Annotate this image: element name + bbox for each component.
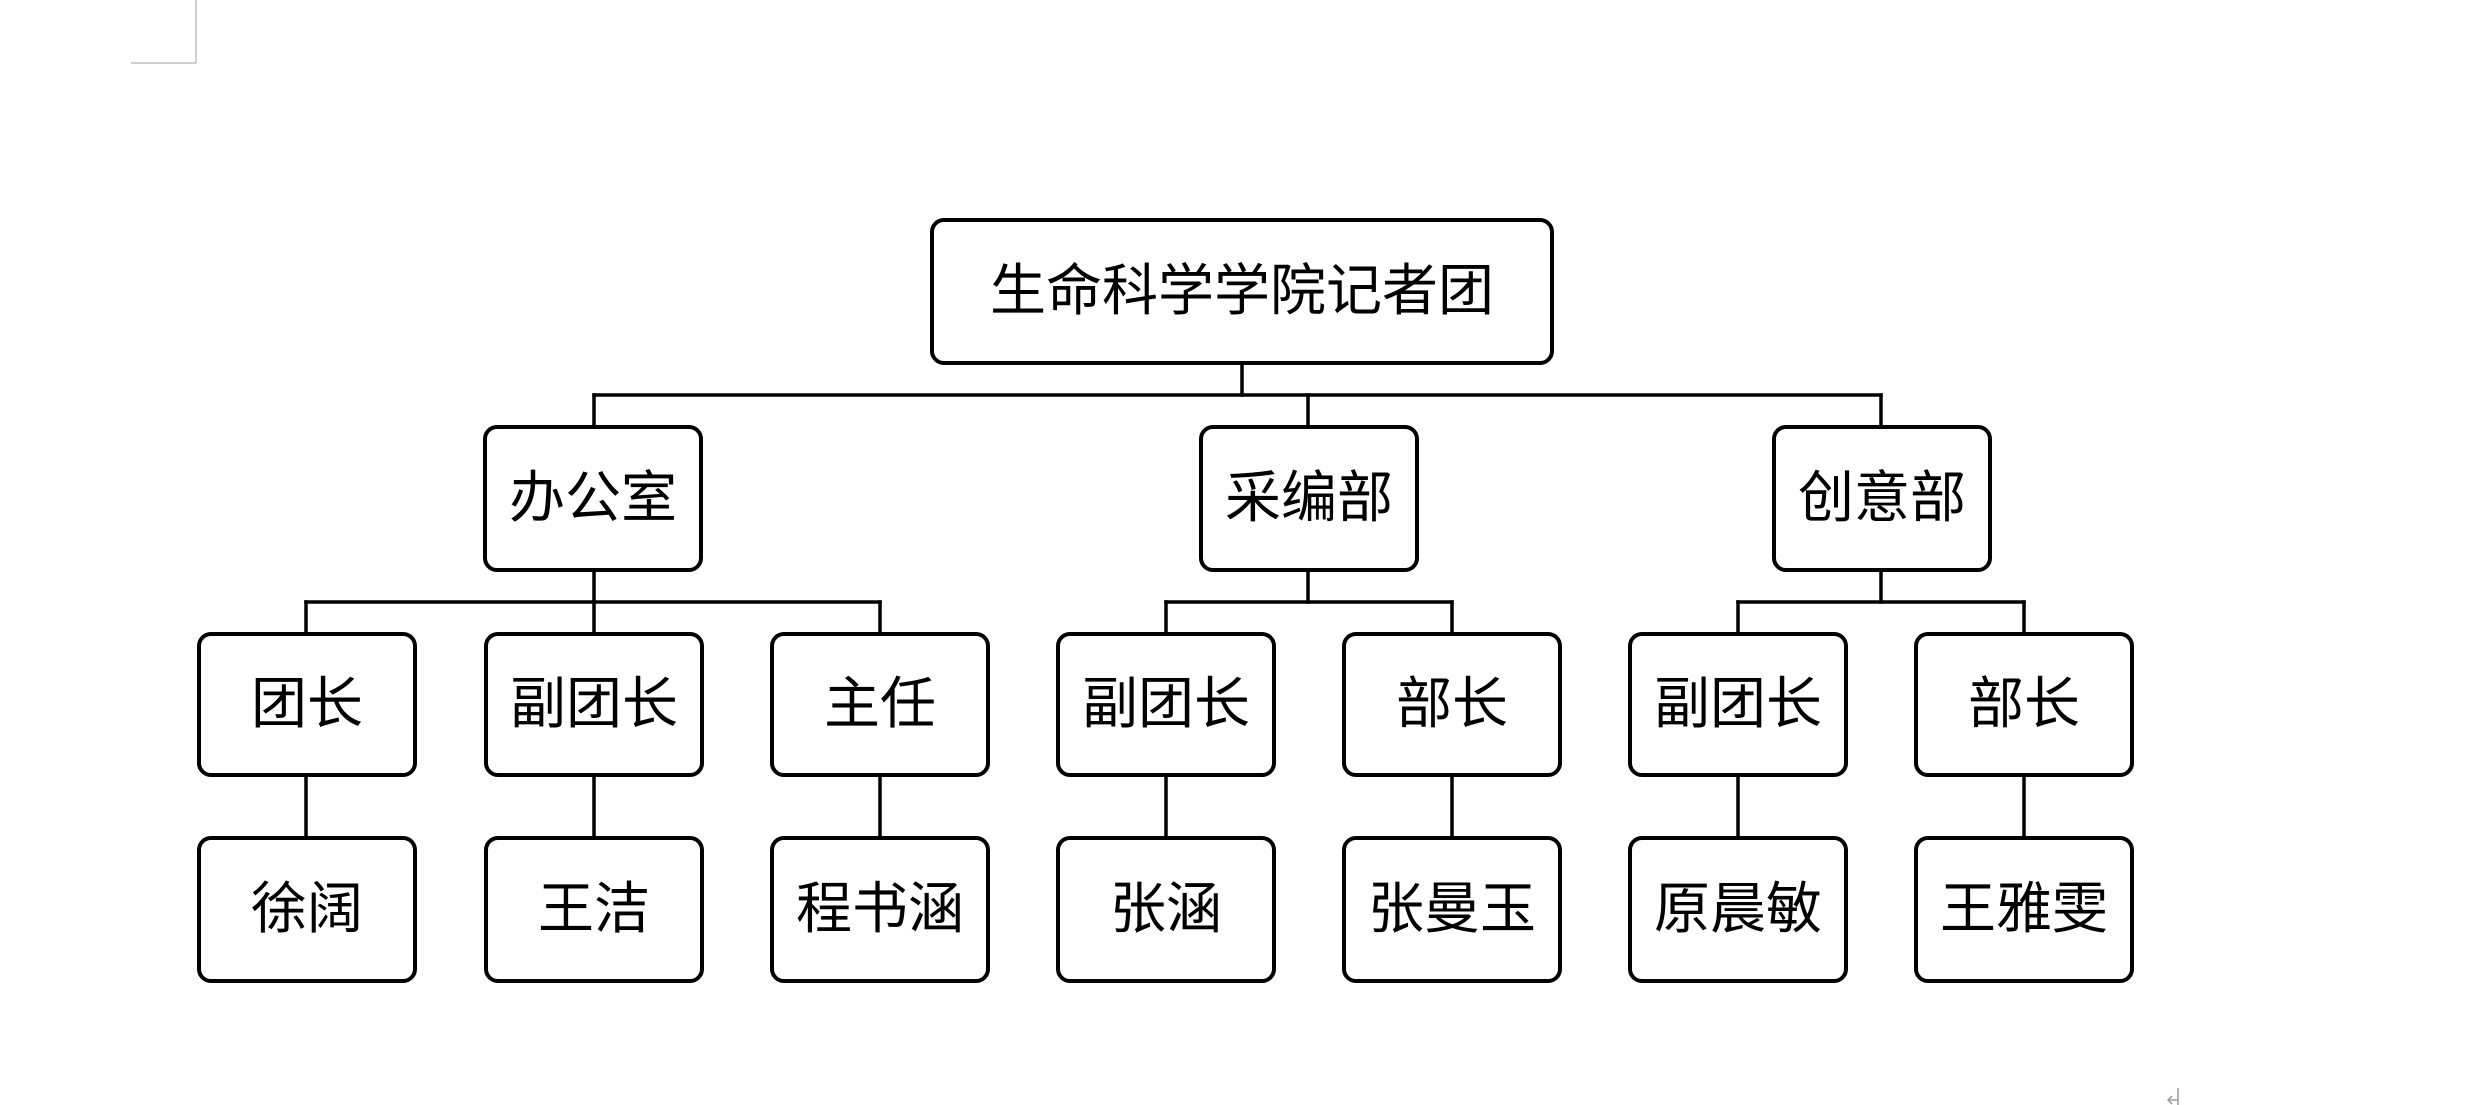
role-node[interactable]: 部长 bbox=[1342, 632, 1562, 777]
person-node[interactable]: 徐阔 bbox=[197, 836, 417, 983]
role-node[interactable]: 主任 bbox=[770, 632, 990, 777]
person-name: 徐阔 bbox=[251, 876, 363, 942]
org-root-node[interactable]: 生命科学学院记者团 bbox=[930, 218, 1554, 365]
role-node[interactable]: 副团长 bbox=[484, 632, 704, 777]
role-node[interactable]: 副团长 bbox=[1628, 632, 1848, 777]
department-label: 办公室 bbox=[509, 465, 677, 531]
person-name: 王雅雯 bbox=[1940, 876, 2108, 942]
person-name: 原晨敏 bbox=[1654, 876, 1822, 942]
person-node[interactable]: 王雅雯 bbox=[1914, 836, 2134, 983]
role-label: 主任 bbox=[824, 671, 936, 737]
department-label: 创意部 bbox=[1798, 465, 1966, 531]
department-node-creative[interactable]: 创意部 bbox=[1772, 425, 1992, 572]
department-node-office[interactable]: 办公室 bbox=[483, 425, 703, 572]
role-label: 副团长 bbox=[1654, 671, 1822, 737]
person-name: 王洁 bbox=[538, 876, 650, 942]
role-label: 副团长 bbox=[1082, 671, 1250, 737]
role-label: 团长 bbox=[251, 671, 363, 737]
department-label: 采编部 bbox=[1225, 465, 1393, 531]
person-name: 张曼玉 bbox=[1368, 876, 1536, 942]
person-node[interactable]: 程书涵 bbox=[770, 836, 990, 983]
role-label: 部长 bbox=[1396, 671, 1508, 737]
role-node[interactable]: 团长 bbox=[197, 632, 417, 777]
person-node[interactable]: 张曼玉 bbox=[1342, 836, 1562, 983]
person-node[interactable]: 张涵 bbox=[1056, 836, 1276, 983]
role-label: 副团长 bbox=[510, 671, 678, 737]
role-node[interactable]: 部长 bbox=[1914, 632, 2134, 777]
role-label: 部长 bbox=[1968, 671, 2080, 737]
person-node[interactable]: 王洁 bbox=[484, 836, 704, 983]
person-node[interactable]: 原晨敏 bbox=[1628, 836, 1848, 983]
org-root-label: 生命科学学院记者团 bbox=[990, 258, 1494, 324]
person-name: 张涵 bbox=[1110, 876, 1222, 942]
role-node[interactable]: 副团长 bbox=[1056, 632, 1276, 777]
margin-corner-icon bbox=[131, 0, 197, 64]
department-node-editorial[interactable]: 采编部 bbox=[1199, 425, 1419, 572]
person-name: 程书涵 bbox=[796, 876, 964, 942]
paragraph-mark-icon bbox=[2166, 1088, 2179, 1105]
